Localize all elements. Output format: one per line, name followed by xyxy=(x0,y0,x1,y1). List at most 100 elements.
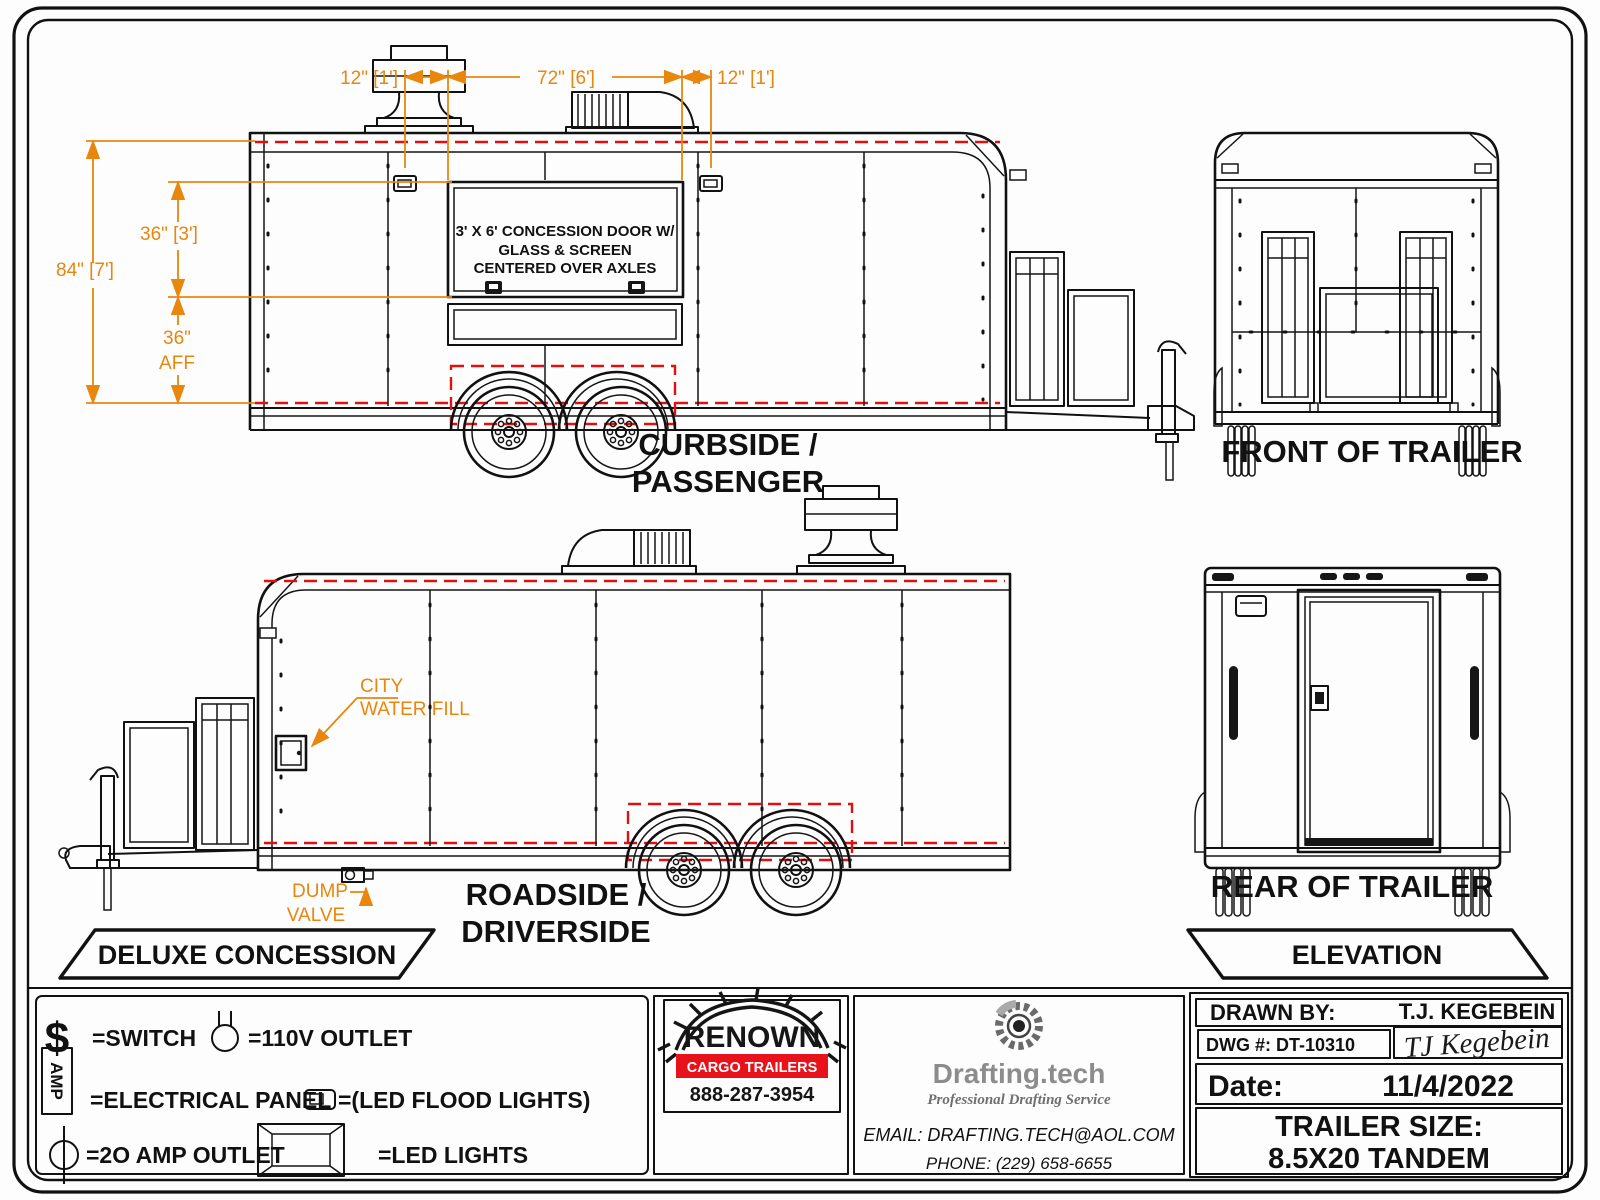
outlet-110v-label: =110V OUTLET xyxy=(248,1025,412,1051)
drafting-cell: Drafting.tech Professional Drafting Serv… xyxy=(853,995,1185,1175)
dwg-number: DWG #: DT-10310 xyxy=(1206,1035,1355,1055)
generator-rack xyxy=(1009,251,1065,407)
flood-light xyxy=(393,175,417,192)
trailer-body-outline xyxy=(248,131,1008,430)
tandem-wheels xyxy=(449,364,677,479)
dimensions: 12" [1'] 72" [6'] 12" [1'] 84" [7'] 36" … xyxy=(56,68,775,405)
fender xyxy=(449,370,677,431)
dim-top-right: 12" [1'] xyxy=(717,68,775,89)
license-plate xyxy=(1235,595,1267,617)
generator-rack xyxy=(195,697,255,851)
brand-phone: 888-287-3954 xyxy=(690,1084,815,1106)
banner-left-text: DELUXE CONCESSION xyxy=(98,940,397,970)
date-value: 11/4/2022 xyxy=(1382,1070,1514,1103)
exhaust-hood-vent xyxy=(565,91,699,134)
roof-vent xyxy=(364,45,474,134)
brand-sub: CARGO TRAILERS xyxy=(687,1060,818,1076)
dump-valve xyxy=(341,867,374,883)
brand-red-bar xyxy=(676,1054,828,1078)
clearance-light xyxy=(1221,163,1239,174)
dim-height: 84" [7'] xyxy=(56,260,114,281)
wheel xyxy=(637,823,731,917)
dim-aff-suffix: AFF xyxy=(159,353,195,374)
renown-logo: RENOWN CARGO TRAILERS 888-287-3954 xyxy=(657,987,847,1113)
tandem-wheels xyxy=(624,802,854,917)
front-outline xyxy=(1213,131,1500,424)
wheel xyxy=(749,823,843,917)
banner-right-text: ELEVATION xyxy=(1292,940,1443,970)
drawn-by-label: DRAWN BY: xyxy=(1210,1000,1335,1025)
title-banner-left: DELUXE CONCESSION xyxy=(58,928,436,980)
curbside-label-line1: CURBSIDE / xyxy=(638,427,818,462)
outlet-110v-icon xyxy=(211,1011,239,1052)
trailer-body-outline xyxy=(256,572,1012,872)
led-lights-label: =LED LIGHTS xyxy=(378,1142,528,1168)
electrical-panel-icon-text: AMP xyxy=(47,1062,66,1100)
wheel-led-box xyxy=(626,802,854,862)
outlet-20amp-icon xyxy=(49,1126,79,1184)
front-view: FRONT OF TRAILER xyxy=(1213,131,1523,477)
door-note-line2: GLASS & SCREEN xyxy=(498,242,631,259)
rear-outline xyxy=(1203,566,1502,870)
tongue-jack xyxy=(1161,349,1176,435)
exhaust-hood-vent xyxy=(561,529,697,575)
front-tire xyxy=(1458,425,1487,477)
dim-door-height: 36" [3'] xyxy=(140,224,198,245)
sheet-border xyxy=(12,6,1588,1194)
drafting-tagline: Professional Drafting Service xyxy=(927,1092,1111,1108)
electrical-panel-icon: AMP xyxy=(41,1047,73,1115)
flood-light xyxy=(699,175,723,192)
dim-top-left: 12" [1'] xyxy=(340,68,398,89)
mud-flap xyxy=(1215,867,1251,917)
barbed-wire-icon xyxy=(657,987,847,1064)
dump-valve-label-line1: DUMP xyxy=(292,881,348,902)
annotations: CITY WATER FILL DUMP VALVE xyxy=(287,676,470,926)
legend: $ =SWITCH =110V OUTLET AMP =ELECTRICAL P… xyxy=(35,995,649,1184)
switch-icon: $ xyxy=(45,1014,69,1063)
outlet-20amp-label: =2O AMP OUTLET xyxy=(86,1142,285,1168)
tongue-assembly xyxy=(58,697,259,911)
dim-aff-value: 36" xyxy=(163,328,191,349)
generator-box xyxy=(123,721,195,849)
door-lock xyxy=(1310,685,1329,711)
tail-light xyxy=(1470,666,1479,740)
fender-skirt xyxy=(1491,366,1501,427)
flood-light-label: =(LED FLOOD LIGHTS) xyxy=(338,1087,590,1113)
wheel xyxy=(462,385,556,479)
serving-shelf xyxy=(447,303,683,346)
door-note-line3: CENTERED OVER AXLES xyxy=(474,260,657,277)
brand-name: RENOWN xyxy=(684,1021,821,1054)
wheel-led-box xyxy=(449,364,677,426)
concession-door: 3' X 6' CONCESSION DOOR W/ GLASS & SCREE… xyxy=(446,180,685,299)
city-water-fill-box xyxy=(274,734,308,772)
dim-top-mid: 72" [6'] xyxy=(537,68,595,89)
generator-rack xyxy=(1399,231,1453,404)
drafting-phone: PHONE: (229) 658-6655 xyxy=(926,1154,1113,1173)
rear-label: REAR OF TRAILER xyxy=(1211,869,1493,904)
drafting-email: EMAIL: DRAFTING.TECH@AOL.COM xyxy=(863,1125,1174,1145)
flood-light-icon xyxy=(304,1089,336,1110)
drafting-name: Drafting.tech xyxy=(933,1058,1106,1089)
clearance-light xyxy=(259,627,277,639)
generator-rack xyxy=(1261,231,1315,404)
front-label: FRONT OF TRAILER xyxy=(1221,434,1522,469)
electrical-panel-label: =ELECTRICAL PANEL xyxy=(90,1087,331,1113)
rear-door xyxy=(1296,588,1442,854)
dump-valve-label-line2: VALVE xyxy=(287,905,345,926)
mud-flap xyxy=(1454,867,1490,917)
date-label: Date: xyxy=(1208,1070,1283,1103)
led-lights-icon xyxy=(257,1123,345,1177)
front-rivets xyxy=(1238,198,1475,407)
clearance-light xyxy=(1474,163,1492,174)
tongue-jack xyxy=(100,775,115,861)
marker-lights xyxy=(1212,573,1488,581)
trailer-size-label: TRAILER SIZE: xyxy=(1275,1111,1483,1143)
fender-skirt xyxy=(1194,790,1206,853)
jack-handle xyxy=(1157,340,1187,355)
tail-light xyxy=(1229,666,1238,740)
curbside-label-line2: PASSENGER xyxy=(632,464,824,499)
generator-box xyxy=(1319,287,1439,404)
trailer-size-value: 8.5X20 TANDEM xyxy=(1268,1143,1490,1175)
